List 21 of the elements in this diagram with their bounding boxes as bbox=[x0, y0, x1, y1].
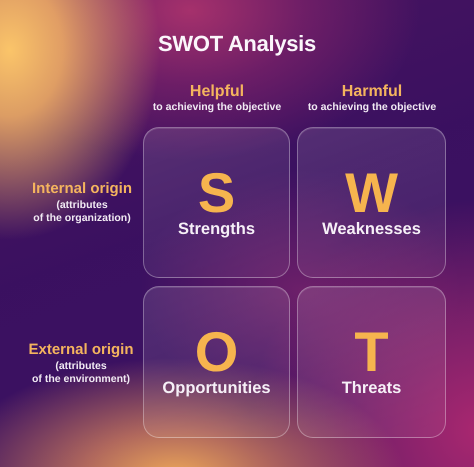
quadrant-card bbox=[297, 286, 446, 438]
column-heading: Harmful bbox=[342, 82, 402, 101]
quadrant-card bbox=[143, 127, 290, 278]
quadrant-label: Strengths bbox=[178, 219, 255, 239]
diagram-title: SWOT Analysis bbox=[158, 31, 316, 57]
quadrant-letter: W bbox=[345, 165, 398, 221]
quadrant-card bbox=[143, 286, 290, 438]
quadrant-letter: O bbox=[194, 324, 238, 380]
quadrant-label: Weaknesses bbox=[322, 219, 421, 239]
row-subheading: (attributes of the environment) bbox=[32, 360, 130, 386]
quadrant-label: Threats bbox=[342, 378, 402, 398]
quadrant-letter: T bbox=[354, 324, 389, 380]
quadrant-card bbox=[297, 127, 446, 278]
column-heading: Helpful bbox=[190, 82, 244, 101]
column-subheading: to achieving the objective bbox=[152, 101, 282, 114]
row-subheading: (attributes of the organization) bbox=[33, 199, 131, 225]
quadrant-letter: S bbox=[198, 165, 236, 221]
quadrant-label: Opportunities bbox=[162, 378, 271, 398]
row-heading: External origin bbox=[28, 341, 134, 359]
column-subheading: to achieving the objective bbox=[308, 101, 436, 114]
row-heading: Internal origin bbox=[32, 180, 132, 198]
